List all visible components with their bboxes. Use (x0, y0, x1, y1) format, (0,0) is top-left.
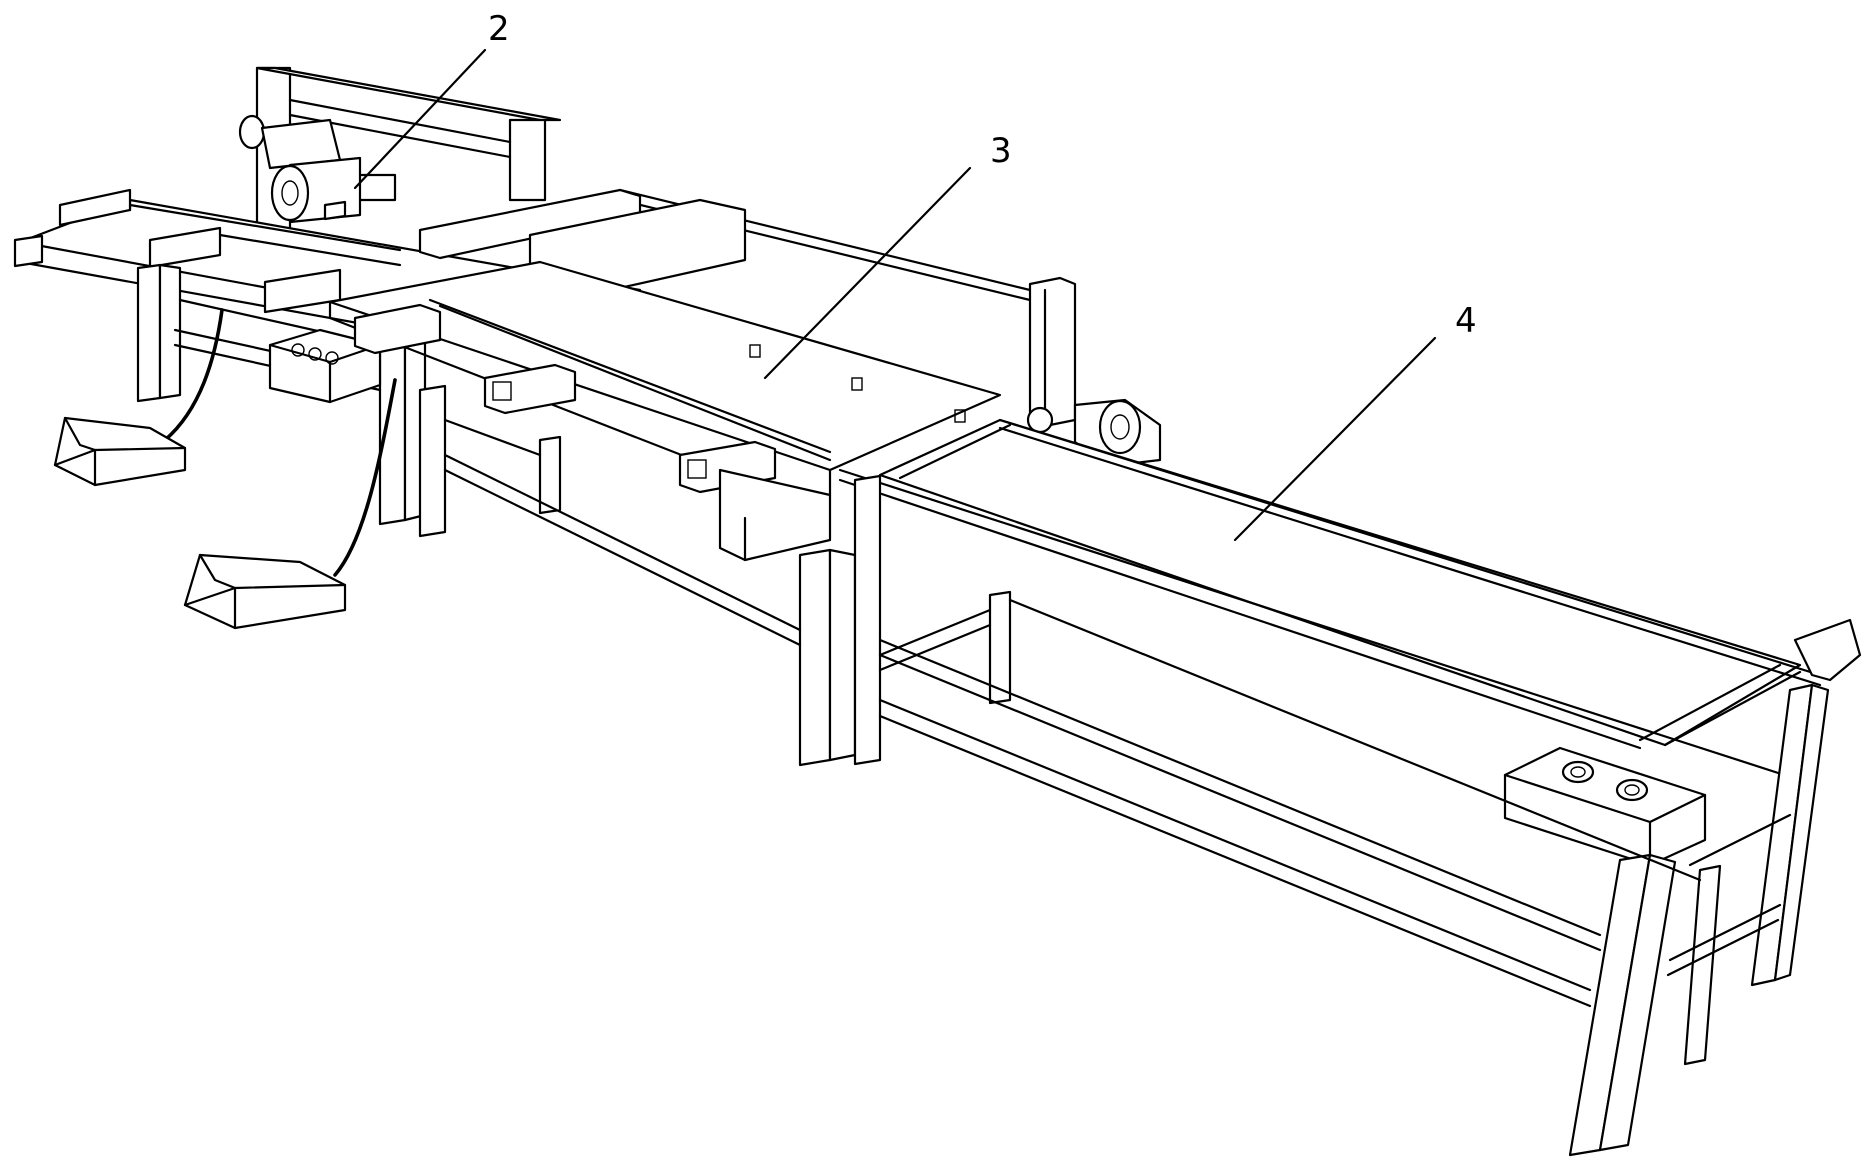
outfeed-conveyor (840, 420, 1860, 1155)
callout-number-4: 4 (1455, 301, 1477, 341)
foot-pedal-1 (55, 418, 185, 485)
foot-pedal-2 (185, 555, 345, 628)
callout-number-3: 3 (990, 131, 1012, 171)
callout-4: 4 (1235, 301, 1477, 540)
callout-number-2: 2 (488, 9, 510, 49)
